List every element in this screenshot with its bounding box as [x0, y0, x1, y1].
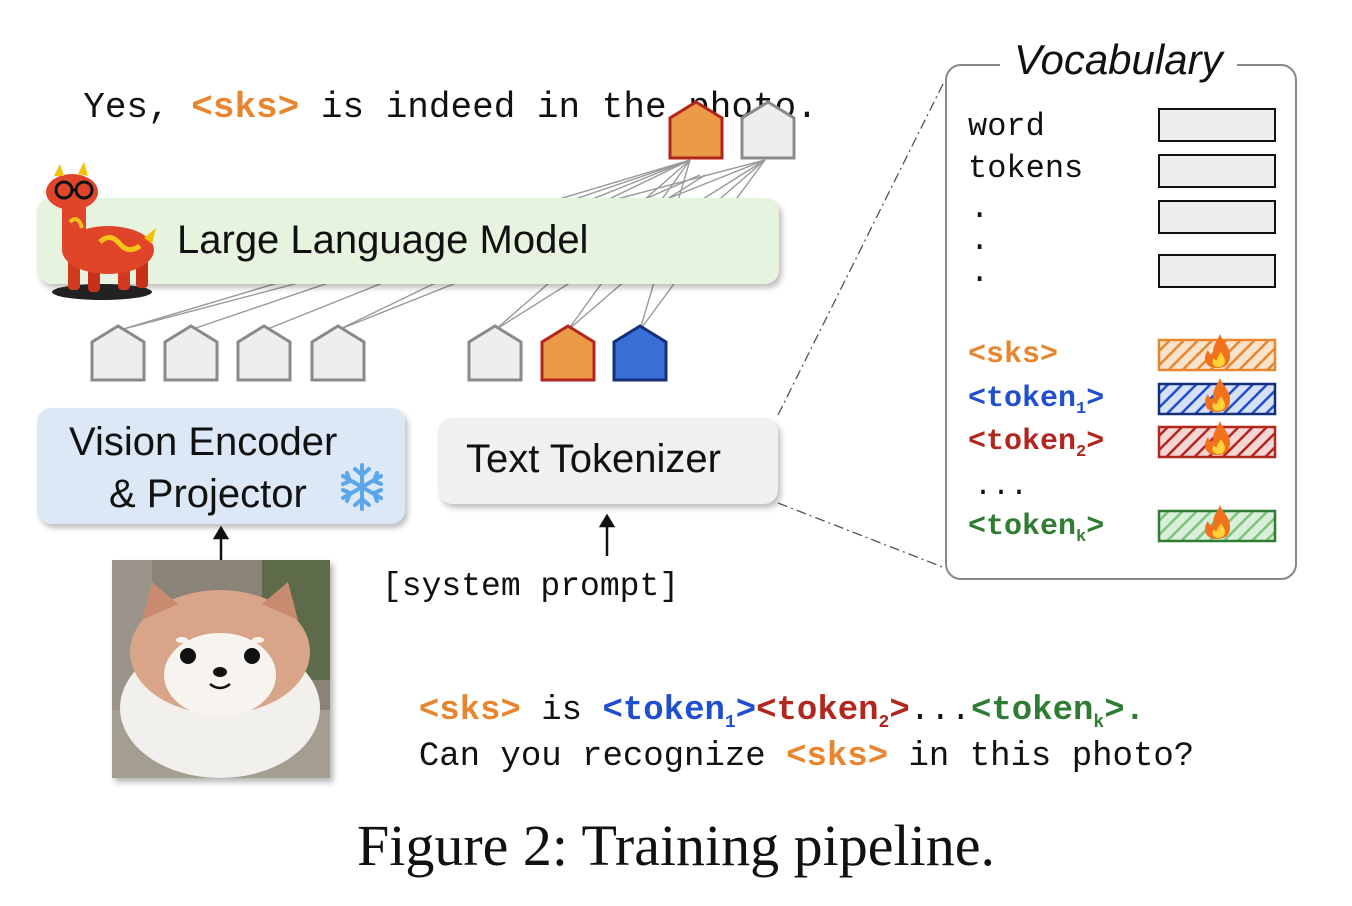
- vision-encoder-line1: Vision Encoder: [69, 420, 338, 464]
- vision-encoder-line2: & Projector: [109, 472, 307, 516]
- vocab-dot: .: [970, 254, 990, 291]
- special-embeddings: [1157, 334, 1277, 543]
- vocab-tokenk-open: <token: [968, 510, 1077, 544]
- prompt-sks-token: <sks>: [418, 692, 521, 730]
- image-token: [236, 324, 292, 382]
- vocab-token1-open: <token: [968, 382, 1077, 416]
- vocab-word-label-2: tokens: [968, 150, 1084, 187]
- image-token: [90, 324, 146, 382]
- prompt-token2-sub: 2: [878, 712, 890, 733]
- prompt-token1-open: <token: [602, 692, 725, 730]
- prompt-is-text: is: [520, 692, 603, 730]
- vocab-sks-open: <sks>: [968, 338, 1059, 372]
- prompt-token1-sub: 1: [724, 712, 736, 733]
- image-token: [310, 324, 366, 382]
- prompt2-prefix: Can you recognize: [418, 738, 787, 776]
- text-token-word: [467, 324, 523, 382]
- prompt-line-2: Can you recognize <sks> in this photo?: [378, 700, 1194, 776]
- vocab-token2-sub: 2: [1076, 443, 1087, 462]
- prompt-period: .: [1124, 692, 1146, 730]
- word-embedding-box: [1158, 108, 1276, 142]
- vision-encoder-box: Vision Encoder & Projector: [37, 408, 405, 524]
- prompt-token2-open: <token: [756, 692, 879, 730]
- red-llama-with-glasses-icon: [46, 162, 156, 300]
- prompt-line-1: <sks> is <token1><token2>...<tokenk>.: [378, 654, 1145, 733]
- prompt2-sks-token: <sks>: [786, 738, 889, 776]
- text-tokenizer-box: Text Tokenizer: [438, 418, 778, 504]
- fire-icon: [1205, 505, 1230, 539]
- vocab-tokenk-label: <tokenk>: [968, 510, 1104, 547]
- input-arrows: [212, 513, 616, 562]
- vocab-dot: .: [970, 190, 990, 227]
- word-embedding-box: [1158, 200, 1276, 234]
- fire-icon: [1205, 378, 1230, 412]
- output-sentence: Yes, <sks> is indeed in the photo.: [40, 46, 818, 128]
- prompt-token2: <token2>: [756, 692, 910, 733]
- shiba-inu-plush-photo: [112, 560, 330, 778]
- vocab-sks-label: <sks>: [968, 338, 1058, 372]
- prompt-token2-close: >: [889, 692, 910, 730]
- fire-icon: [1205, 334, 1230, 368]
- image-token: [163, 324, 219, 382]
- output-suffix: is indeed in the photo.: [299, 87, 818, 128]
- zoom-lines: [777, 79, 946, 569]
- prompt-dots: ...: [909, 692, 971, 730]
- output-prefix: Yes,: [83, 87, 192, 128]
- vocab-token1-close: >: [1086, 382, 1105, 416]
- word-embedding-box: [1158, 154, 1276, 188]
- prompt-token1-close: >: [735, 692, 757, 730]
- prompt-tokenk-sub: k: [1093, 712, 1105, 733]
- vocab-ellipsis: ...: [974, 470, 1029, 504]
- vocab-tokenk-close: >: [1086, 510, 1105, 544]
- llm-box: Large Language Model: [37, 198, 779, 284]
- vocab-token1-sub: 1: [1076, 400, 1087, 419]
- prompt-token1: <token1>: [602, 692, 757, 733]
- output-token-word: [740, 100, 796, 160]
- vocab-word-label-1: word: [968, 108, 1045, 145]
- output-token-sks: [668, 100, 724, 160]
- vocabulary-title: Vocabulary: [1000, 36, 1237, 84]
- output-sks-token: <sks>: [191, 87, 300, 128]
- text-token-sks: [540, 324, 596, 382]
- vocab-token2-close: >: [1086, 425, 1105, 459]
- word-embedding-box: [1158, 254, 1276, 288]
- prompt-tokenk: <tokenk>: [970, 692, 1125, 733]
- fire-icon: [1205, 421, 1230, 455]
- prompt-tokenk-open: <token: [970, 692, 1094, 730]
- text-token-token1: [612, 324, 668, 382]
- figure-caption: Figure 2: Training pipeline.: [357, 813, 995, 878]
- snowflake-icon: [341, 463, 383, 511]
- prompt-tokenk-close: >: [1104, 692, 1125, 730]
- vocab-token2-open: <token: [968, 425, 1077, 459]
- system-prompt: [system prompt]: [382, 568, 680, 605]
- prompt2-suffix: in this photo?: [888, 738, 1195, 776]
- vocab-token1-label: <token1>: [968, 382, 1104, 419]
- llm-label: Large Language Model: [177, 218, 589, 262]
- text-tokenizer-label: Text Tokenizer: [466, 437, 721, 481]
- vocab-dot: .: [970, 222, 990, 259]
- vocab-tokenk-sub: k: [1076, 528, 1087, 547]
- vocab-token2-label: <token2>: [968, 425, 1104, 462]
